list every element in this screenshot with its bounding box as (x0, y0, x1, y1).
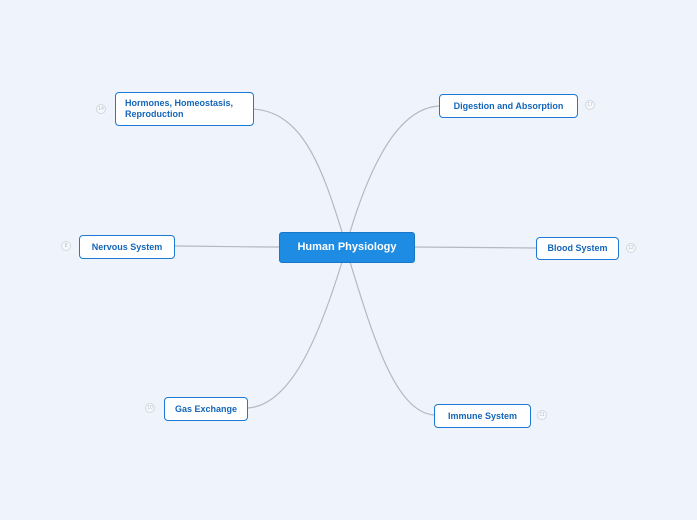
central-topic-node[interactable]: Human Physiology (279, 232, 415, 263)
topic-node-nervous[interactable]: Nervous System (79, 235, 175, 259)
connector-gas (247, 261, 343, 409)
connector-nervous (174, 245, 280, 248)
count-badge-hormones[interactable]: 14 (96, 104, 106, 114)
topic-label-nervous: Nervous System (91, 241, 163, 252)
topic-node-hormones[interactable]: Hormones, Homeostasis, Reproduction (115, 92, 254, 126)
count-badge-blood[interactable]: 12 (626, 243, 636, 253)
connector-hormones (252, 108, 343, 233)
connector-blood (413, 246, 537, 249)
topic-label-gas-exchange: Gas Exchange (174, 403, 238, 414)
topic-label-digestion: Digestion and Absorption (453, 100, 564, 111)
topic-label-immune: Immune System (447, 410, 518, 421)
topic-label-blood: Blood System (547, 243, 608, 253)
topic-node-blood[interactable]: Blood System (536, 237, 619, 260)
topic-node-immune[interactable]: Immune System (434, 404, 531, 428)
count-badge-immune[interactable]: 11 (537, 410, 547, 420)
connector-immune (349, 261, 435, 416)
connector-digestion (349, 105, 440, 233)
topic-node-gas-exchange[interactable]: Gas Exchange (164, 397, 248, 421)
count-badge-gas-exchange[interactable]: 10 (145, 403, 155, 413)
topic-label-hormones: Hormones, Homeostasis, Reproduction (125, 98, 234, 119)
count-badge-digestion[interactable]: 17 (585, 100, 595, 110)
central-topic-label: Human Physiology (297, 241, 397, 253)
count-badge-nervous[interactable]: 8 (61, 241, 71, 251)
topic-node-digestion[interactable]: Digestion and Absorption (439, 94, 578, 118)
